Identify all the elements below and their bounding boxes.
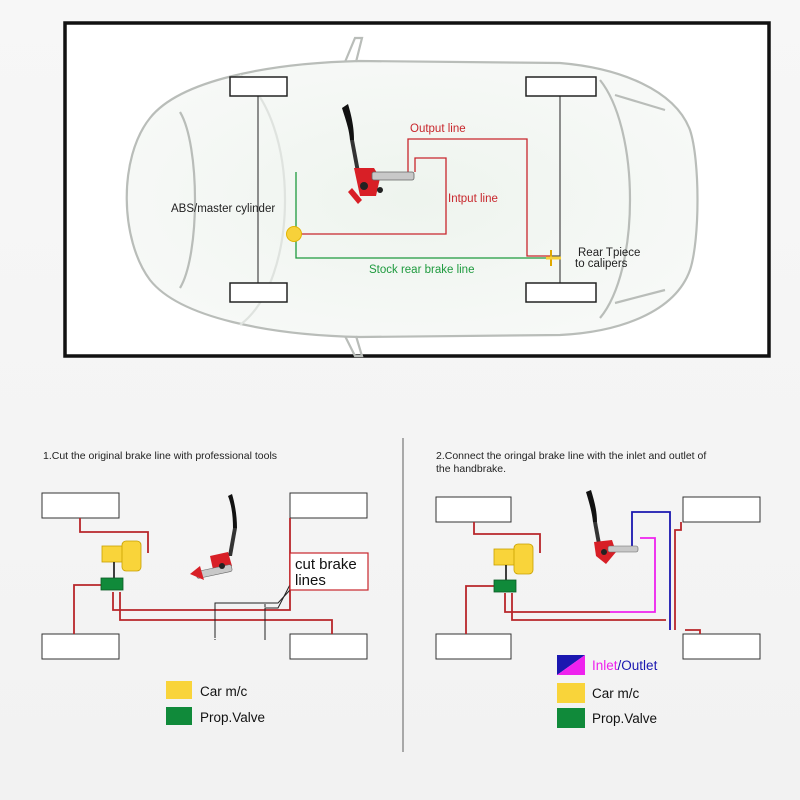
step2-legend-inlet-outlet-swatch <box>557 655 585 675</box>
input-line-path <box>296 157 447 235</box>
step2-legend-inlet-outlet-label: Inlet/Outlet <box>592 658 658 673</box>
output-line-path <box>407 138 551 257</box>
rear-right-wheel <box>525 282 597 303</box>
step1-title: 1.Cut the original brake line with profe… <box>43 450 277 462</box>
abs-master-cylinder-label: ABS/master cylinder <box>171 203 275 215</box>
input-line-label: Intput line <box>448 193 498 205</box>
abs-master-cylinder-icon <box>286 226 302 242</box>
cut-brake-lines-label: cut brake <box>295 556 357 573</box>
step1-wheel-rl <box>41 633 120 660</box>
step2-legend-inlet-label: Inlet <box>592 658 618 673</box>
step2-diagram <box>435 490 761 660</box>
step1-legend-prop-valve-label: Prop.Valve <box>200 710 265 725</box>
car-outline <box>125 36 699 358</box>
stock-rear-brake-line <box>295 172 551 259</box>
step1-wheel-fl <box>41 492 120 519</box>
front-right-wheel <box>229 282 288 303</box>
step2-wheel-fl <box>435 496 512 523</box>
step2-legend-car-mc-swatch <box>557 683 585 703</box>
step1-wheel-rr <box>289 633 368 660</box>
step2-legend-separator: / <box>618 658 622 673</box>
step1-legend-car-mc-swatch <box>166 681 192 699</box>
rear-left-wheel <box>525 76 597 97</box>
step2-legend-prop-valve-swatch <box>557 708 585 728</box>
handbrake-icon <box>342 104 415 204</box>
step2-wheel-rl <box>435 633 512 660</box>
front-left-wheel <box>229 76 288 97</box>
output-line-label: Output line <box>410 123 466 135</box>
rear-tpiece-label: Rear Tpiece <box>578 247 640 259</box>
step2-legend-car-mc-label: Car m/c <box>592 686 640 701</box>
step1-wheel-fr <box>289 492 368 519</box>
step2-wheel-fr <box>682 496 761 523</box>
step1-diagram <box>41 492 369 660</box>
step2-title: 2.Connect the oringal brake line with th… <box>436 450 706 462</box>
rear-tpiece-label-2: to calipers <box>575 258 628 270</box>
step2-legend-outlet-label: Outlet <box>621 658 657 673</box>
cut-brake-lines-box <box>289 552 369 591</box>
rear-tpiece-icon <box>546 250 561 266</box>
step2-wheel-rr <box>682 633 761 660</box>
step1-legend-car-mc-label: Car m/c <box>200 684 248 699</box>
step2-legend-prop-valve-label: Prop.Valve <box>592 711 657 726</box>
step1-legend-prop-valve-swatch <box>166 707 192 725</box>
step2-title-2: the handbrake. <box>436 463 506 475</box>
cut-brake-lines-label-2: lines <box>295 572 326 589</box>
stock-rear-brake-line-label: Stock rear brake line <box>369 264 474 276</box>
